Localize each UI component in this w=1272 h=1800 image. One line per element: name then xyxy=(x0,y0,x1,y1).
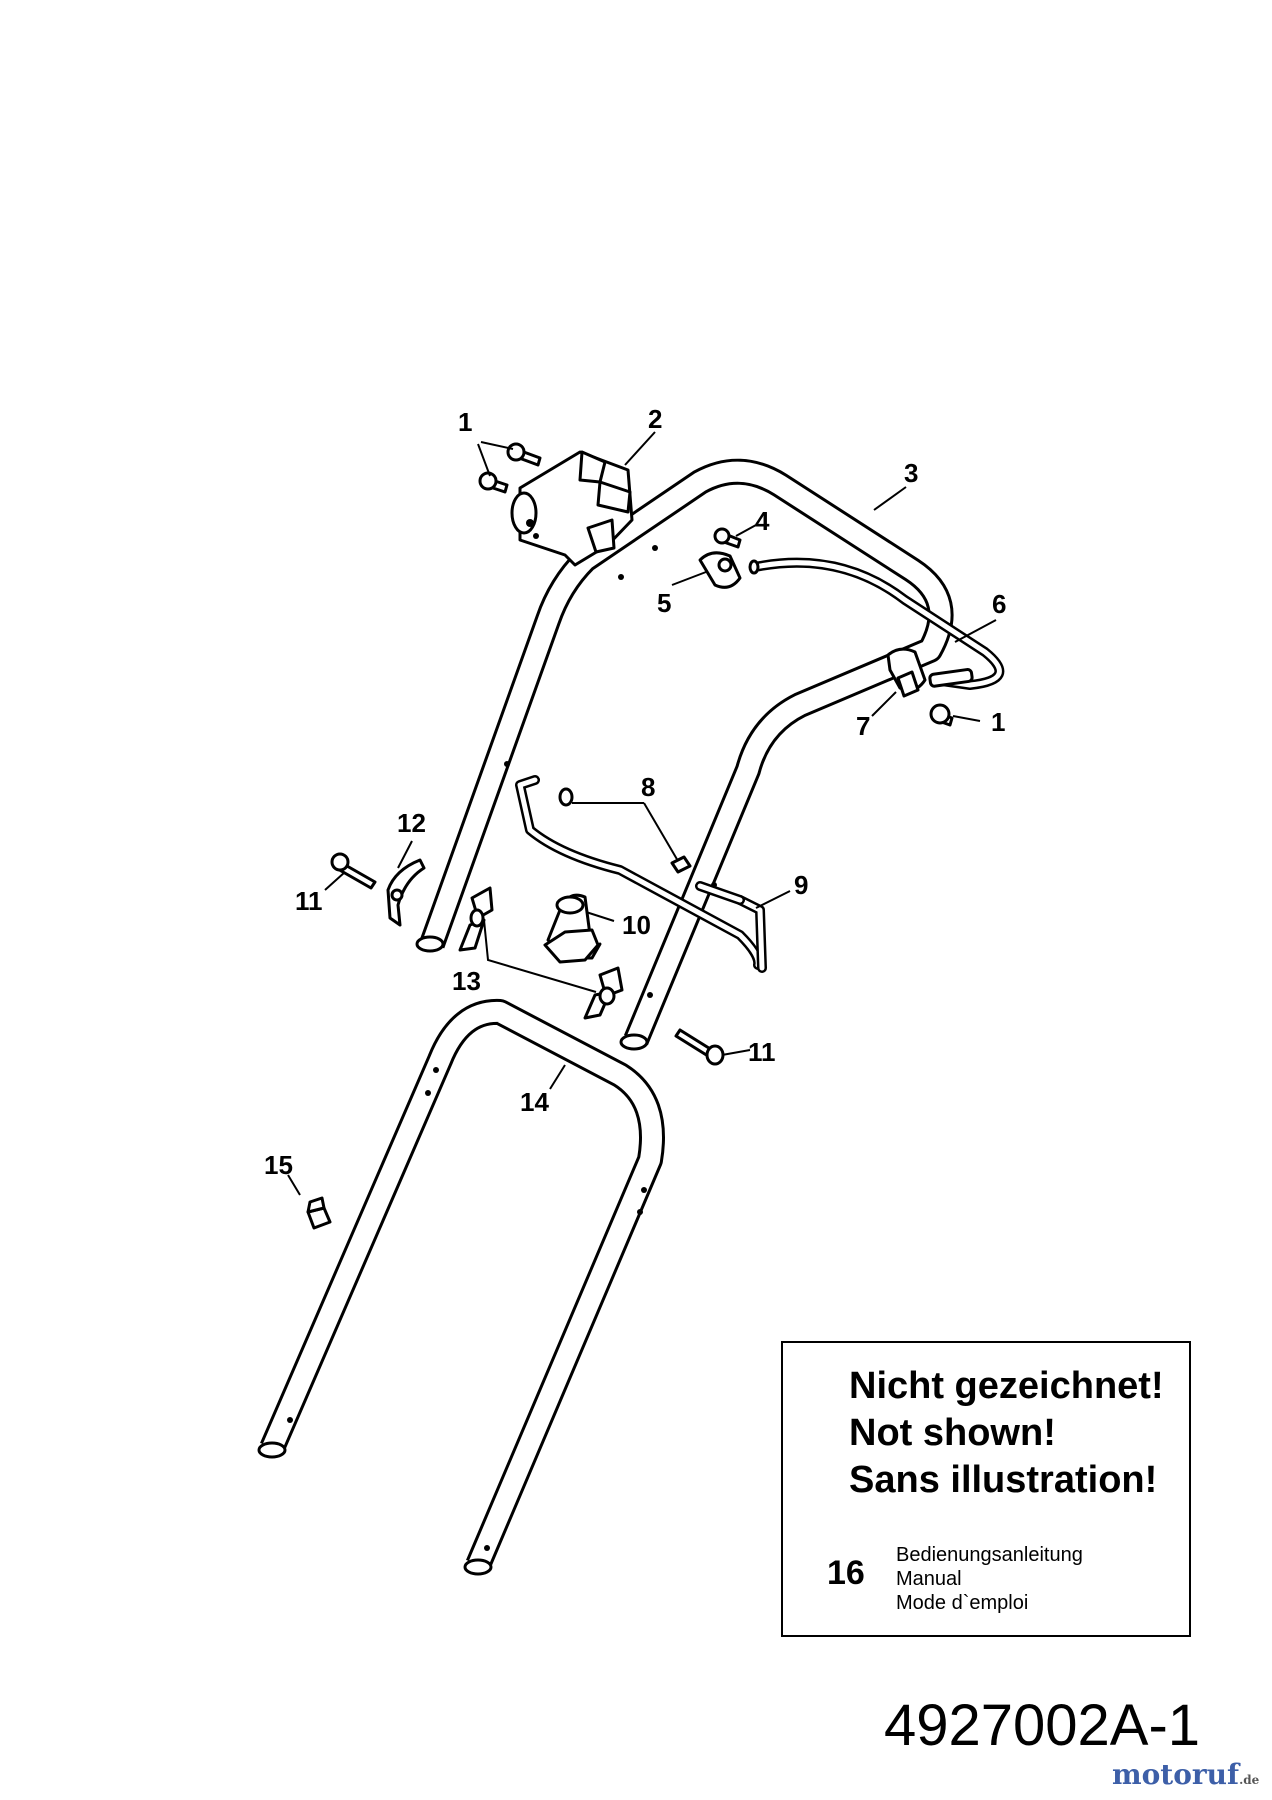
drive-bail-part-9 xyxy=(515,775,767,973)
callout-12: 12 xyxy=(397,808,426,838)
callout-2: 2 xyxy=(648,404,662,434)
note-line-german: Nicht gezeichnet! xyxy=(849,1365,1164,1407)
manual-item-number: 16 xyxy=(827,1554,865,1592)
manual-label-english: Manual xyxy=(896,1568,962,1590)
nut-part-8 xyxy=(670,855,692,874)
callout-11-right: 11 xyxy=(748,1037,776,1067)
screw-part-4 xyxy=(713,527,742,549)
leader-lines xyxy=(287,431,997,1196)
cable-clamp-part-5 xyxy=(698,551,742,589)
upper-handle-part-3 xyxy=(415,458,954,1051)
callout-6: 6 xyxy=(992,589,1006,619)
note-line-french: Sans illustration! xyxy=(849,1459,1158,1501)
callout-7: 7 xyxy=(856,711,870,741)
manual-label-german: Bedienungsanleitung xyxy=(896,1544,1083,1566)
callout-13: 13 xyxy=(452,966,481,996)
nut-part-15 xyxy=(306,1196,332,1230)
logo-domain: .de xyxy=(1239,1773,1260,1787)
callout-5: 5 xyxy=(657,588,671,618)
logo-text: motoruf xyxy=(1112,1758,1240,1791)
bolt-part-11-right xyxy=(674,1028,725,1066)
control-housing-part-2 xyxy=(510,450,634,567)
clamp-lever-part-12 xyxy=(386,858,426,927)
callout-14: 14 xyxy=(520,1087,549,1117)
callout-15: 15 xyxy=(264,1150,293,1180)
bolt-part-11-left xyxy=(330,852,377,890)
diagram-id: 4927002A-1 xyxy=(884,1693,1201,1758)
motoruf-logo: motoruf.de xyxy=(1112,1758,1259,1791)
bolt-part-1-right xyxy=(929,703,954,727)
cable-clip-part-7 xyxy=(886,647,927,698)
ring-part-8 xyxy=(558,787,574,807)
cable-holder-part-10 xyxy=(543,893,602,964)
callout-10: 10 xyxy=(622,910,651,940)
callout-1-top: 1 xyxy=(458,407,472,437)
wing-nut-part-13-upper xyxy=(458,886,494,952)
callout-4: 4 xyxy=(755,506,770,536)
bolt-part-1-top xyxy=(478,442,542,494)
not-shown-note-box: Nicht gezeichnet! Not shown! Sans illust… xyxy=(781,1341,1191,1637)
manual-label-french: Mode d`emploi xyxy=(896,1592,1029,1614)
callout-8: 8 xyxy=(641,772,655,802)
callout-11-left: 11 xyxy=(295,886,323,916)
callout-3: 3 xyxy=(904,458,918,488)
note-line-english: Not shown! xyxy=(849,1412,1056,1454)
callout-1-right: 1 xyxy=(991,707,1005,737)
lower-handle-part-14 xyxy=(257,998,665,1576)
callout-9: 9 xyxy=(794,870,808,900)
wing-nut-part-13-lower xyxy=(583,966,624,1020)
bowden-cable-part-6 xyxy=(748,557,1005,690)
